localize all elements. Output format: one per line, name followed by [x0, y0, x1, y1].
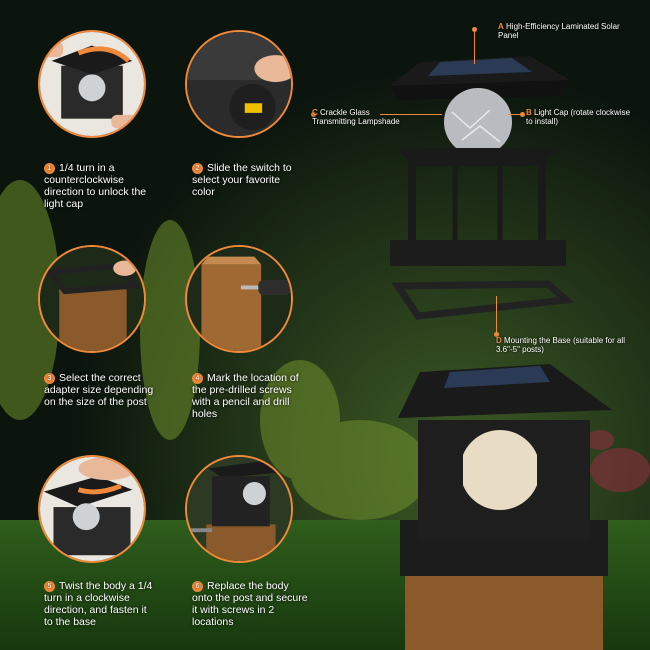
step-5-number: 5	[44, 581, 55, 592]
adapter-size-illustration	[40, 247, 144, 351]
step-5-image	[38, 455, 146, 563]
step-6-image	[185, 455, 293, 563]
step-2-number: 2	[192, 163, 203, 174]
step-1-number: 1	[44, 163, 55, 174]
step-3-image	[38, 245, 146, 353]
callout-c-dot	[311, 112, 316, 117]
part-b-label: B Light Cap (rotate clockwise to install…	[526, 108, 631, 126]
part-c-label: C Crackle Glass Transmitting Lampshade	[312, 108, 400, 126]
unlock-cap-illustration	[40, 32, 144, 136]
callout-d-dot	[494, 332, 499, 337]
secure-screws-illustration	[187, 457, 291, 561]
step-4-number: 4	[192, 373, 203, 384]
step-2-image	[185, 30, 293, 138]
step-1-image	[38, 30, 146, 138]
callout-a-line	[474, 30, 475, 64]
step-4-image	[185, 245, 293, 353]
twist-body-illustration	[40, 457, 144, 561]
callout-b-dot	[520, 112, 525, 117]
callout-d-line	[496, 296, 497, 332]
color-switch-illustration	[187, 32, 291, 136]
step-3-number: 3	[44, 373, 55, 384]
drill-holes-illustration	[187, 247, 291, 351]
callout-a-dot	[472, 27, 477, 32]
part-d-label: D Mounting the Base (suitable for all 3.…	[496, 336, 625, 354]
callout-c-line	[380, 114, 442, 115]
callout-b-line	[508, 114, 522, 115]
step-6-number: 6	[192, 581, 203, 592]
part-a-label: A High-Efficiency Laminated Solar Panel	[498, 22, 620, 40]
